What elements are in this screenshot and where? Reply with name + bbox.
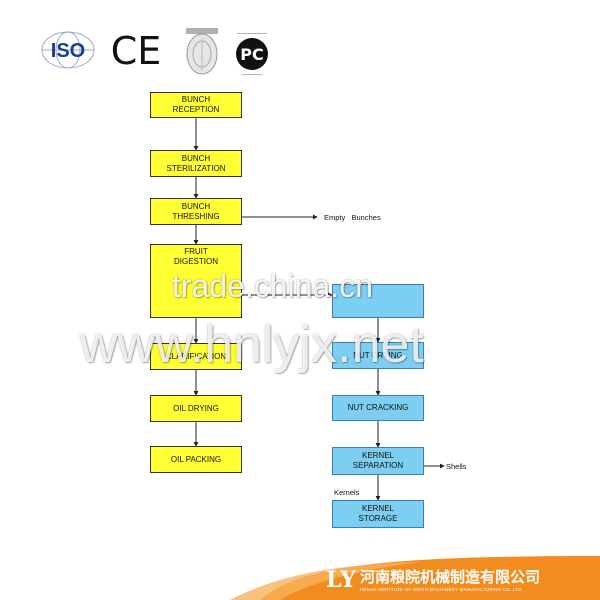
certification-seal-icon: [184, 26, 220, 78]
box-line1: BUNCH: [181, 95, 211, 104]
box-line2: CLARIFICATION: [165, 351, 227, 361]
watermark-trade: trade.china.cn: [172, 268, 374, 304]
box-line1: BUNCH: [181, 153, 211, 163]
box-line2: DIGESTION: [173, 257, 218, 266]
box-line1: KERNEL: [361, 504, 394, 513]
box-line2: OIL PACKING: [170, 454, 222, 464]
box-line1: KERNEL: [361, 451, 394, 460]
ce-text: CE: [111, 29, 162, 72]
box-oil-drying: OIL DRYING: [150, 395, 242, 422]
box-line2: RECEPTION: [172, 105, 220, 114]
box-oil-packing: OIL PACKING: [150, 446, 242, 473]
box-line2: STORAGE: [358, 514, 398, 523]
box-line2: OIL DRYING: [173, 403, 219, 413]
gost-pc-icon: —————— PC ————: [226, 28, 278, 78]
box-line1: FRUIT: [184, 247, 208, 256]
footer-logo: LY: [326, 564, 356, 593]
label-shells: Shells: [446, 462, 467, 471]
footer-banner: LY 河南粮院机械制造有限公司 HENAN INSTITUTE OF GRAIN…: [0, 556, 600, 600]
box-line2: NUT CRACKING: [347, 403, 409, 412]
iso-text: ISO: [51, 40, 85, 62]
box-nut-cracking: NUT CRACKING: [332, 395, 424, 421]
box-nut-separation: [332, 284, 424, 318]
box-line1: BUNCH: [181, 201, 211, 211]
svg-text:————: ————: [242, 72, 262, 78]
box-line2: NUT DRYING: [353, 350, 403, 360]
watermark-site: www.hnlyjx.net: [80, 316, 424, 374]
box-line2: SEPARATION: [352, 461, 404, 470]
footer-logo-letters: LY: [326, 567, 356, 592]
box-line2: THRESHING: [172, 211, 220, 221]
footer-company-subtitle: HENAN INSTITUTE OF GRAIN MACHINERY MANUF…: [360, 587, 524, 592]
box-nut-drying: NUT DRYING: [332, 342, 424, 369]
svg-text:PC: PC: [240, 45, 263, 64]
box-clarification: CLARIFICATION: [150, 343, 242, 370]
footer-company-name: 河南粮院机械制造有限公司: [360, 568, 541, 586]
label-empty-bunches: Empty Bunches: [324, 213, 381, 222]
iso-logo: ISO: [40, 30, 96, 70]
box-line2: STERILIZATION: [166, 163, 226, 173]
ce-logo: CE: [106, 28, 166, 73]
label-kernels: Kernels: [334, 488, 360, 497]
svg-text:——————: ——————: [237, 31, 267, 37]
